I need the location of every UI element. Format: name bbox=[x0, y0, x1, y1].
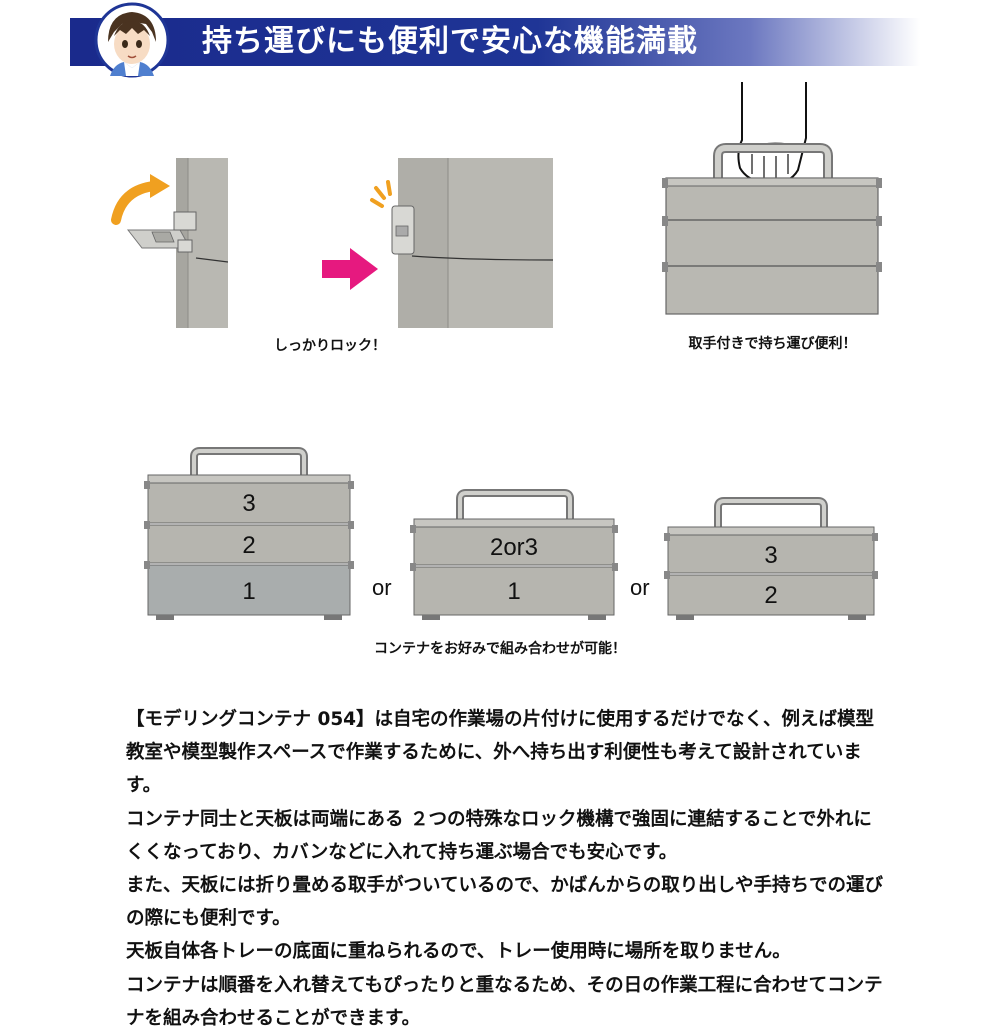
paragraph: コンテナは順番を入れ替えてもぴったりと重なるため、その日の作業工程に合わせてコン… bbox=[126, 974, 883, 1029]
or-label-1: or bbox=[372, 575, 392, 600]
stack-a-label-2: 2 bbox=[242, 532, 255, 559]
lock-closed-illustration bbox=[370, 158, 553, 328]
stack-c-label-2: 2 bbox=[764, 582, 777, 609]
arrow-icon bbox=[322, 248, 378, 290]
page-title: 持ち運びにも便利で安心な機能満載 bbox=[202, 24, 698, 59]
stack-a-label-3: 3 bbox=[242, 490, 255, 517]
stack-b-label-1: 1 bbox=[507, 578, 520, 605]
lock-caption: しっかりロック！ bbox=[274, 338, 386, 354]
or-label-2: or bbox=[630, 575, 650, 600]
stack-b: 2or3 1 bbox=[410, 489, 618, 620]
stack-b-label-top: 2or3 bbox=[490, 534, 538, 561]
paragraph: 天板自体各トレーの底面に重ねられるので、トレー使用時に場所を取りません。 bbox=[126, 941, 791, 963]
mascot-avatar bbox=[94, 2, 170, 78]
paragraph: 【モデリングコンテナ 054】は自宅の作業場の片付けに使用するだけでなく、例えば… bbox=[126, 709, 875, 797]
description-text: 【モデリングコンテナ 054】は自宅の作業場の片付けに使用するだけでなく、例えば… bbox=[126, 703, 886, 1035]
handle-caption: 取手付きで持ち運び便利！ bbox=[688, 336, 857, 352]
combo-caption: コンテナをお好みで組み合わせが可能！ bbox=[374, 641, 626, 657]
header-bar: 持ち運びにも便利で安心な機能満載 bbox=[70, 18, 920, 66]
paragraph: コンテナ同士と天板は両端にある ２つの特殊なロック機構で強固に連結することで外れ… bbox=[126, 808, 872, 863]
lock-open-illustration bbox=[111, 158, 228, 328]
carry-illustration bbox=[662, 82, 882, 315]
stack-a-label-1: 1 bbox=[242, 578, 255, 605]
combination-illustration: 3 2 1 or 2or3 1 or 3 2 bbox=[144, 447, 878, 620]
paragraph: また、天板には折り畳める取手がついているので、かばんからの取り出しや手持ちでの運… bbox=[126, 875, 884, 930]
stack-a: 3 2 1 bbox=[144, 447, 354, 620]
header-banner: 持ち運びにも便利で安心な機能満載 bbox=[0, 0, 1000, 82]
stack-c: 3 2 bbox=[664, 497, 878, 620]
stack-c-label-3: 3 bbox=[764, 542, 777, 569]
